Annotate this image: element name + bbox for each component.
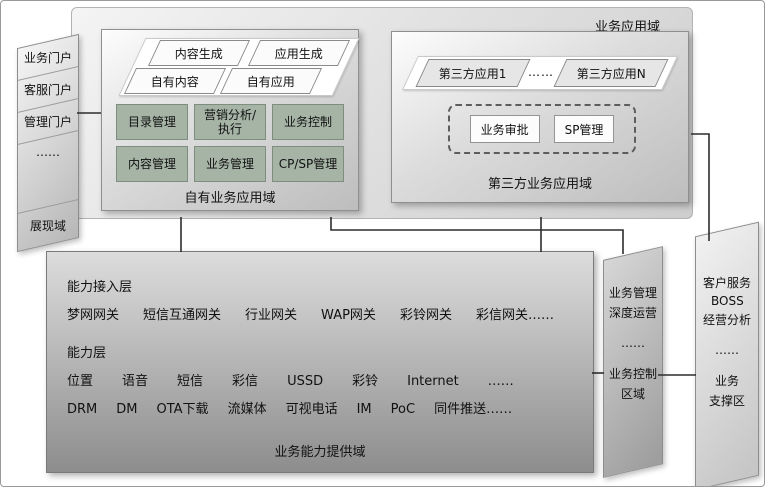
capability-item: 彩铃 [352,374,379,389]
capability-item: 同件推送…… [434,402,513,417]
mgmt-line: 区域 [620,387,645,402]
chip-label: 自有应用 [246,74,295,89]
service-mgmt-box: 业务管理 [194,146,266,182]
portal-label: 客服门户 [23,83,72,98]
sp-approval-dashed-area: 业务审批 SP管理 [448,104,636,154]
presentation-items: 业务门户 客服门户 管理门户 …… 展现域 [18,35,78,251]
third-party-appN-chip: 第三方应用N [553,59,669,87]
capability-row-2: DRM DM OTA下载 流媒体 可视电话 IM PoC 同件推送…… [67,398,512,417]
chip-label: 第三方应用1 [439,66,507,81]
capability-item: …… [487,374,514,389]
capability-access-layer-label: 能力接入层 [67,280,133,295]
own-business-domain: 内容生成 应用生成 自有内容 自有应用 目录管理 营销分析/执行 业务控制 内容… [101,29,360,211]
chip-label: 自有内容 [150,74,199,89]
own-domain-label: 自有业务应用域 [184,191,276,206]
own-application-chip: 自有应用 [219,68,323,94]
capability-row-1: 位置 语音 短信 彩信 USSD 彩铃 Internet …… [67,370,514,389]
own-management-grid: 目录管理 营销分析/执行 业务控制 内容管理 业务管理 CP/SP管理 [116,104,344,182]
connector-third-support [691,133,710,241]
support-ellipsis: …… [715,343,739,357]
presentation-panel: 业务门户 客服门户 管理门户 …… 展现域 [17,33,79,253]
capability-item: 短信 [177,374,204,389]
gateway-item: 彩铃网关 [399,308,452,323]
capability-item: Internet [407,374,459,389]
third-party-domain: 第三方应用1 …… 第三方应用N 业务审批 SP管理 第三方业务应用域 [391,31,689,203]
content-mgmt-box: 内容管理 [116,146,188,182]
capability-item: OTA下载 [156,402,209,417]
capability-item: 语音 [122,374,149,389]
chip-label: 内容生成 [174,46,223,61]
capability-domain-label: 业务能力提供域 [274,445,366,460]
portal-label: 管理门户 [23,115,72,130]
chip-label: 第三方应用N [576,66,646,81]
mgmt-line: 业务控制 [608,367,657,382]
capability-item: USSD [287,374,324,389]
cpsp-mgmt-box: CP/SP管理 [272,146,344,182]
portal-label: 展现域 [29,219,66,234]
own-content-chip: 自有内容 [123,68,227,94]
third-party-app1-chip: 第三方应用1 [415,59,531,87]
capability-layer-label: 能力层 [67,346,107,361]
support-line: 业务 [714,374,739,389]
sp-mgmt-box: SP管理 [553,115,615,143]
capability-item: 可视电话 [285,402,338,417]
mgmt-panel-lines: 业务管理 深度运营 …… 业务控制 区域 [604,247,662,408]
third-apps-ellipsis: …… [528,65,554,79]
gateway-row: 梦网网关 短信互通网关 行业网关 WAP网关 彩铃网关 彩信网关…… [67,304,554,323]
content-generation-chip: 内容生成 [147,40,251,66]
portal-label: 业务门户 [23,51,72,66]
application-generation-chip: 应用生成 [247,40,351,66]
capability-item: IM [356,402,372,417]
marketing-analysis-box: 营销分析/执行 [194,104,266,140]
capability-item: DM [116,402,138,417]
service-approval-box: 业务审批 [469,115,540,143]
support-line: 客户服务 [702,276,751,291]
presentation-domain-label: 展现域 [18,199,78,251]
capability-item: 流媒体 [227,402,267,417]
support-line: 支撑区 [708,394,745,409]
support-panel-lines: 客户服务 BOSS 经营分析 …… 业务 支撑区 [696,223,758,416]
catalog-mgmt-box: 目录管理 [116,104,188,140]
gateway-item: 行业网关 [245,308,298,323]
gateway-item: 梦网网关 [67,308,120,323]
capability-item: 位置 [67,374,94,389]
mgmt-ellipsis: …… [621,336,645,350]
gateway-item: 彩信网关…… [475,308,554,323]
capability-domain: 能力接入层 梦网网关 短信互通网关 行业网关 WAP网关 彩铃网关 彩信网关……… [46,251,594,473]
portal-label: …… [36,145,60,159]
capability-item: PoC [390,402,416,417]
chip-label: 应用生成 [274,46,323,61]
third-party-domain-label: 第三方业务应用域 [487,177,592,192]
business-support-panel: 客户服务 BOSS 经营分析 …… 业务 支撑区 [695,221,759,486]
capability-item: DRM [67,402,98,417]
connector-own-mgmt [330,217,624,254]
capability-item: 彩信 [232,374,259,389]
service-mgmt-operation-panel: 业务管理 深度运营 …… 业务控制 区域 [603,246,663,478]
gateway-item: 短信互通网关 [143,308,222,323]
gateway-item: WAP网关 [321,308,376,323]
service-control-box: 业务控制 [272,104,344,140]
